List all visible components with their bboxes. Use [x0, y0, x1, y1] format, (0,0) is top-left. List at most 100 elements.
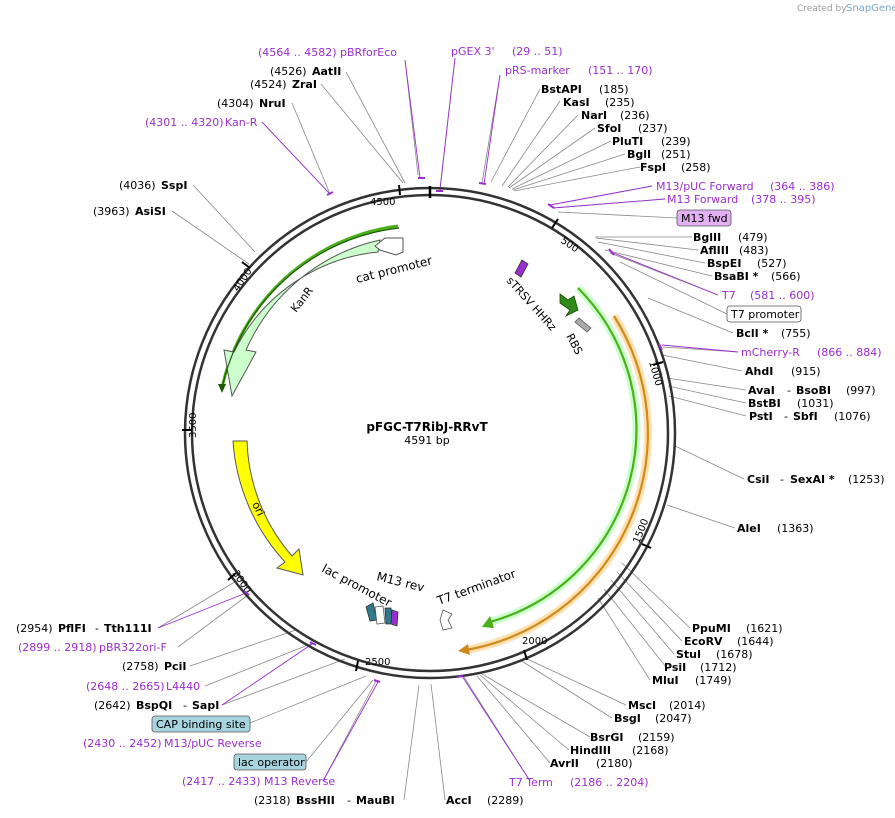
label-mlui: MluI(1749) — [652, 674, 732, 687]
cap-binding-site-box-label: CAP binding site — [156, 718, 246, 731]
label-m13puc-forward: M13/pUC Forward(364 .. 386) — [656, 180, 835, 193]
tick-3000: 3000 — [230, 569, 253, 596]
label-bsshii: (2318)BssHII-MauBI — [254, 794, 395, 807]
label-zrai: (4524)ZraI — [250, 78, 317, 91]
t7-terminator-arrow — [439, 609, 453, 631]
label-kan-r: (4301 .. 4320)Kan-R — [145, 116, 258, 129]
label-pcii: (2758)PciI — [122, 660, 186, 673]
label-ecorv: EcoRV(1644) — [684, 635, 774, 648]
tick-1500: 1500 — [632, 517, 652, 545]
leader-lines — [157, 57, 747, 801]
strsv-label: sTRSV HHRz — [504, 274, 559, 333]
label-bsrgi: BsrGI(2159) — [590, 731, 675, 744]
label-t7-term: T7 Term(2186 .. 2204) — [508, 776, 649, 789]
tick-marks — [182, 184, 664, 672]
rbs-label: RBS — [563, 331, 585, 357]
cat-promoter-arrow — [374, 237, 404, 256]
label-hindiii: HindIII(2168) — [570, 744, 669, 757]
label-m13-reverse: (2417 .. 2433)M13 Reverse — [182, 775, 335, 788]
watermark-created-by: Created by — [797, 4, 847, 14]
label-nrui: (4304)NruI — [217, 97, 286, 110]
label-bsabi: BsaBI *(566) — [714, 270, 801, 283]
label-asisi: (3963)AsiSI — [93, 205, 166, 218]
t7-terminator-label: T7 terminator — [434, 566, 517, 608]
kanr-arrowhead — [218, 384, 226, 393]
label-bspqi: (2642)BspQI-SapI — [94, 699, 219, 712]
label-kasi: KasI(235) — [563, 96, 635, 109]
green-arc — [489, 287, 638, 624]
label-bspei: BspEI(527) — [707, 257, 787, 270]
label-afliii: AflIII(483) — [700, 244, 769, 257]
t7-promoter-arrow — [559, 293, 579, 318]
tick-2500: 2500 — [365, 657, 390, 668]
label-aatii: (4526)AatII — [270, 65, 341, 78]
label-pgex3: pGEX 3'(29 .. 51) — [451, 45, 563, 58]
strsv-marker — [514, 259, 529, 278]
label-psti: PstI-SbfI(1076) — [749, 410, 871, 423]
t7-promoter-box-label: T7 promoter — [730, 308, 800, 321]
label-nari: NarI(236) — [581, 109, 650, 122]
label-pluti: PluTI(239) — [612, 135, 691, 148]
label-pbrforeco: (4564 .. 4582)pBRforEco — [258, 46, 397, 59]
plasmid-name: pFGC-T7RibJ-RRvT — [366, 420, 488, 434]
tick-4000: 4000 — [231, 266, 254, 293]
cap-binding-site-box — [151, 715, 251, 733]
orange-arc-head — [458, 644, 470, 655]
label-l4440: (2648 .. 2665)L4440 — [86, 680, 200, 693]
cat-promoter-label: cat promoter — [354, 253, 433, 286]
label-ppumi: PpuMI(1621) — [692, 622, 783, 635]
label-avrii: AvrII(2180) — [550, 757, 633, 770]
watermark-brand: SnapGene — [846, 3, 895, 14]
tick-2000: 2000 — [522, 636, 547, 647]
orange-arc — [465, 315, 649, 652]
label-m13puc-reverse: (2430 .. 2452)M13/pUC Reverse — [83, 737, 262, 750]
m13-fwd-box-label: M13 fwd — [681, 212, 728, 225]
primer-leaders — [157, 57, 739, 782]
label-mcherry-r: mCherry-R(866 .. 884) — [741, 346, 882, 359]
label-sspi: (4036)SspI — [119, 179, 187, 192]
kanr-label: KanR — [288, 284, 316, 315]
label-csii: CsiI-SexAI *(1253) — [747, 473, 885, 486]
kanr-inner-arc — [221, 227, 400, 389]
label-t7: T7(581 .. 600) — [721, 289, 815, 302]
label-stui: StuI(1678) — [676, 648, 753, 661]
orange-arc-glow — [465, 313, 652, 654]
lac-promoter-label: lac promoter — [320, 561, 394, 609]
label-alei: AleI(1363) — [737, 522, 814, 535]
ori-label: ori — [249, 500, 267, 519]
plasmid-length: 4591 bp — [404, 434, 449, 447]
t7-promoter-box — [726, 305, 802, 323]
ori-arrow — [232, 440, 304, 576]
label-sfoi: SfoI(237) — [597, 122, 668, 135]
label-prs-marker: pRS-marker(151 .. 170) — [505, 64, 653, 77]
green-arc-head — [482, 616, 494, 628]
lac-promoter-arrow — [374, 605, 386, 625]
tick-1000: 1000 — [646, 360, 664, 387]
m13-rev-marker — [390, 609, 399, 627]
label-bsgi: BsgI(2047) — [614, 712, 692, 725]
label-acci: AccI(2289) — [446, 794, 524, 807]
label-bcli: BclI *(755) — [736, 327, 811, 340]
label-pflfi: (2954)PflFI-Tth111I — [16, 622, 152, 635]
label-bgli: BglI(251) — [627, 148, 691, 161]
label-psii: PsiI(1712) — [664, 661, 737, 674]
label-bstapi: BstAPI(185) — [541, 83, 629, 96]
primer-marks — [243, 177, 663, 683]
kanr-arrow — [223, 239, 381, 398]
tick-3500: 3500 — [188, 413, 199, 438]
rbs-marker — [574, 317, 592, 333]
label-avai: AvaI-BsoBI(997) — [748, 384, 876, 397]
label-pbr322ori-f: (2899 .. 2918)pBR322ori-F — [18, 641, 167, 654]
label-ahdi: AhdI(915) — [745, 365, 821, 378]
lac-operator-box — [233, 753, 307, 771]
label-bstbi: BstBI(1031) — [748, 397, 834, 410]
label-bglii: BglII(479) — [693, 231, 768, 244]
lac-operator-box-label: lac operator — [238, 756, 305, 769]
label-m13-forward: M13 Forward(378 .. 395) — [667, 193, 816, 206]
label-fspi: FspI(258) — [640, 161, 711, 174]
m13-fwd-box — [676, 209, 732, 227]
label-msci: MscI(2014) — [628, 699, 706, 712]
tick-4500: 4500 — [370, 197, 395, 208]
